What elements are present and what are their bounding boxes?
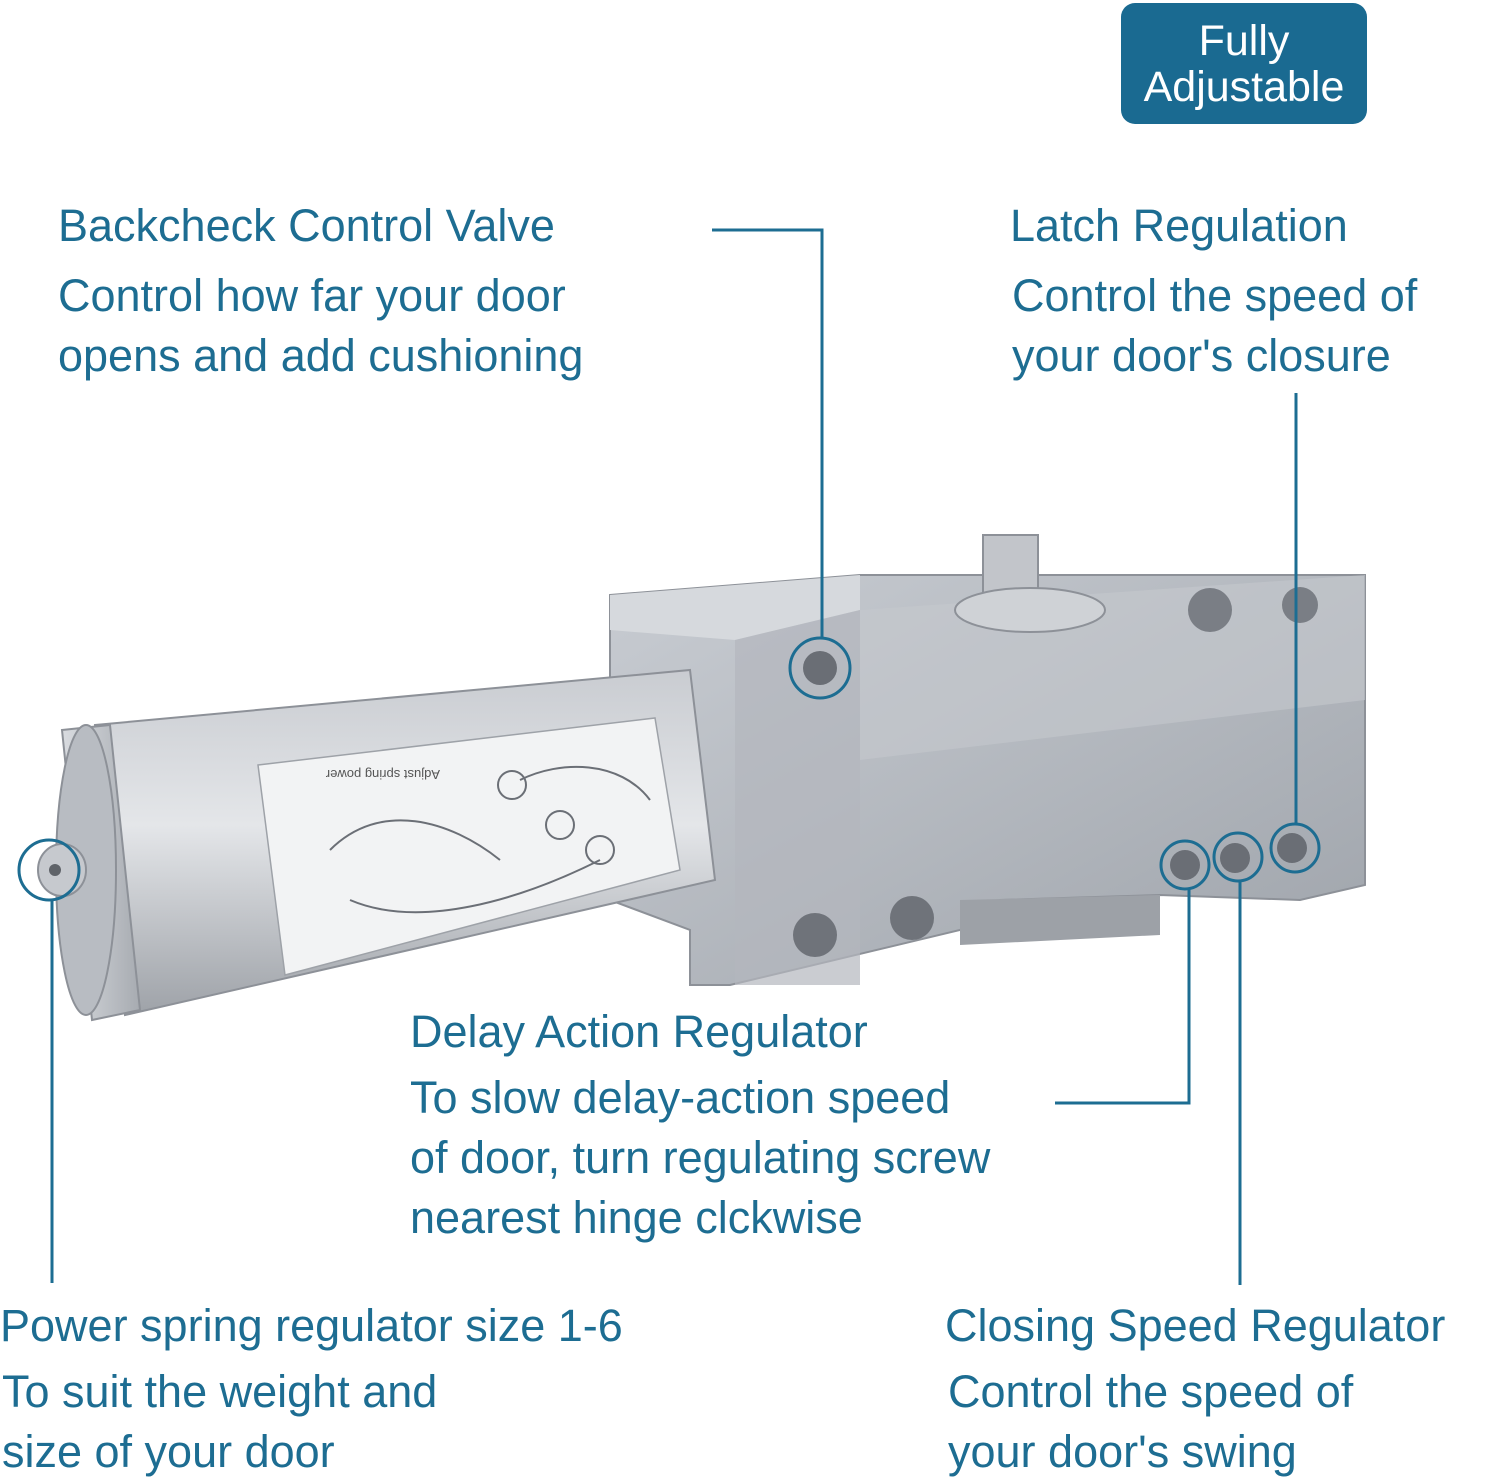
closing-title: Closing Speed Regulator — [945, 1300, 1446, 1351]
power-spring-ring — [17, 838, 81, 902]
closing-line-1: Control the speed of — [948, 1366, 1354, 1417]
latch-description: Control the speed of your door's closure — [1012, 266, 1417, 386]
backcheck-leader — [712, 228, 824, 638]
power-line-1: To suit the weight and — [2, 1366, 438, 1417]
closing-description: Control the speed of your door's swing — [948, 1362, 1353, 1482]
power-description: To suit the weight and size of your door — [2, 1362, 437, 1482]
cylinder-label-text: Adjust spring power — [325, 767, 440, 782]
delay-description: To slow delay-action speed of door, turn… — [410, 1068, 990, 1248]
fully-adjustable-badge: Fully Adjustable — [1121, 3, 1367, 124]
backcheck-line-1: Control how far your door — [58, 270, 566, 321]
badge-line-2: Adjustable — [1143, 62, 1345, 111]
spring-cylinder: Adjust spring power — [37, 668, 717, 1022]
delay-title: Delay Action Regulator — [410, 1006, 868, 1057]
leader-lines — [50, 228, 1298, 1285]
power-line-2: size of your door — [2, 1426, 335, 1477]
closing-ring — [1212, 831, 1264, 883]
backcheck-title: Backcheck Control Valve — [58, 200, 555, 251]
delay-line-3: nearest hinge clckwise — [410, 1192, 863, 1243]
latch-line-1: Control the speed of — [1012, 270, 1418, 321]
backcheck-line-2: opens and add cushioning — [58, 330, 584, 381]
delay-ring — [1159, 839, 1211, 891]
delay-line-1: To slow delay-action speed — [410, 1072, 951, 1123]
delay-line-2: of door, turn regulating screw — [410, 1132, 991, 1183]
latch-title: Latch Regulation — [1010, 200, 1348, 251]
closer-body — [609, 534, 1366, 986]
latch-line-2: your door's closure — [1012, 330, 1391, 381]
adjustment-screws — [803, 651, 1307, 880]
power-title: Power spring regulator size 1-6 — [0, 1300, 623, 1351]
backcheck-ring — [788, 636, 852, 700]
closing-line-2: your door's swing — [948, 1426, 1297, 1477]
delay-leader — [1055, 889, 1191, 1105]
badge-line-1: Fully — [1198, 16, 1290, 65]
backcheck-description: Control how far your door opens and add … — [58, 266, 583, 386]
